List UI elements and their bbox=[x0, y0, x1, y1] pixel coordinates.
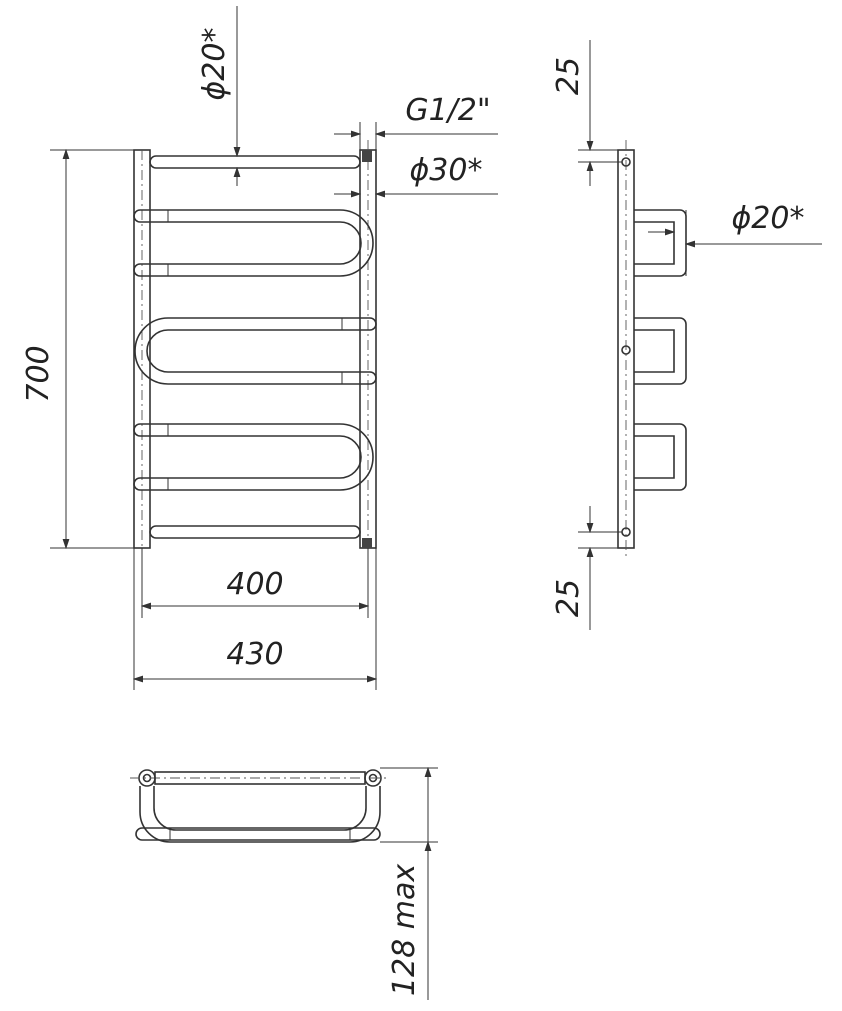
dimension-inner-width: 400 bbox=[142, 548, 368, 618]
top-back-bar bbox=[154, 771, 366, 785]
u-bend-rail-2 bbox=[134, 317, 377, 385]
dimension-depth-label: 128 max bbox=[387, 864, 422, 996]
dimension-depth: 128 max bbox=[380, 768, 438, 1000]
dimension-riser-diameter: ϕ30* bbox=[334, 153, 498, 194]
side-rail-loop-3 bbox=[634, 423, 687, 491]
dimension-rail-diameter-label: ϕ20* bbox=[197, 28, 232, 101]
dimension-riser-diameter-label: ϕ30* bbox=[410, 153, 483, 188]
dimension-top-offset-label: 25 bbox=[551, 57, 586, 95]
side-view: 25 25 ϕ20* bbox=[551, 40, 822, 630]
dimension-outer-width: 430 bbox=[134, 548, 376, 690]
bottom-rail bbox=[149, 525, 361, 539]
front-view: 700 400 430 ϕ20* G1/2 bbox=[21, 6, 498, 690]
dimension-thread-label: G1/2" bbox=[405, 93, 490, 128]
dimension-outer-width-label: 430 bbox=[226, 637, 283, 672]
dimension-height: 700 bbox=[21, 150, 134, 548]
dimension-top-offset: 25 bbox=[551, 40, 622, 186]
dimension-inner-width-label: 400 bbox=[226, 567, 283, 602]
top-rail bbox=[149, 155, 361, 169]
top-view: 128 max bbox=[130, 768, 438, 1000]
dimension-side-rail-diameter-label: ϕ20* bbox=[732, 201, 805, 236]
dimension-side-rail-diameter: ϕ20* bbox=[648, 201, 822, 244]
side-rail-loop-2 bbox=[634, 317, 687, 385]
dimension-height-label: 700 bbox=[21, 345, 56, 402]
dimension-bottom-offset-label: 25 bbox=[551, 579, 586, 617]
u-bend-rail-3 bbox=[133, 423, 374, 491]
side-rail-loop-1 bbox=[634, 209, 687, 277]
u-bend-rail-1 bbox=[133, 209, 374, 277]
dimension-rail-diameter: ϕ20* bbox=[197, 6, 237, 186]
side-fitting-mid bbox=[621, 345, 631, 355]
dimension-bottom-offset: 25 bbox=[551, 506, 622, 630]
dimension-thread: G1/2" bbox=[334, 93, 498, 150]
right-riser bbox=[359, 140, 377, 558]
top-rail-outline bbox=[139, 786, 381, 843]
